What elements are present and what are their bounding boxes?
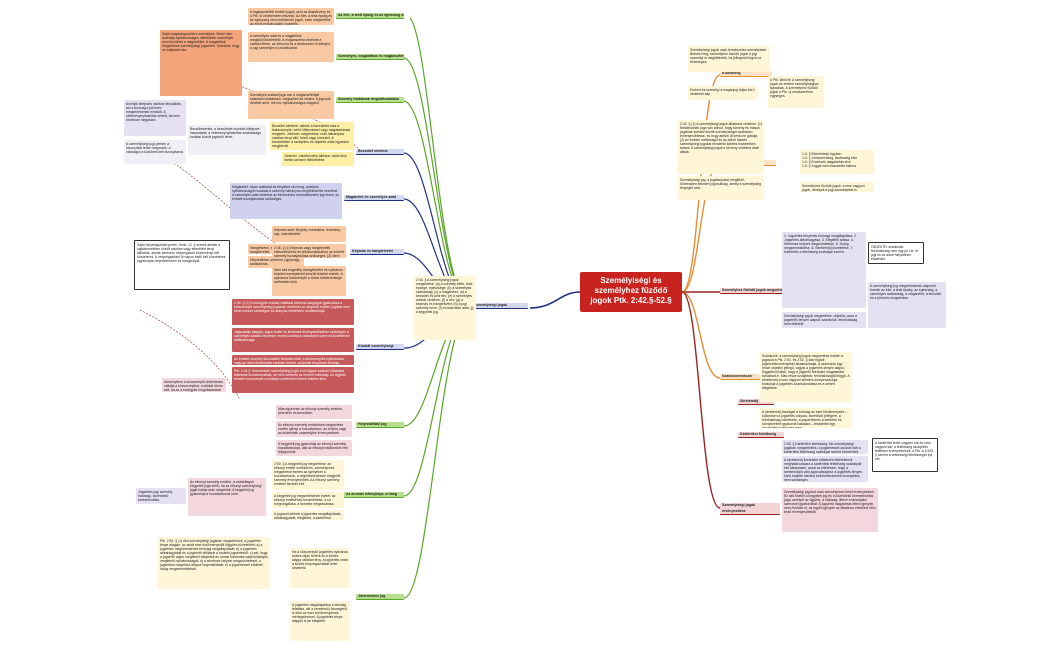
note-elet: A legalapvetőbb emberi jogok, amit az Al… bbox=[248, 8, 334, 25]
central-topic[interactable]: Személyiségi és személyhez fűződő jogok … bbox=[580, 272, 682, 312]
note-ervenyesites-left: Az elhunyt személy emléke, a családtagok… bbox=[188, 478, 266, 516]
connector bbox=[681, 291, 721, 379]
note-becsulet-main: Becsület sérelme: akinek a becsületét má… bbox=[270, 122, 354, 150]
note-szemelyisegi-jog: Személyiségi jog: a jogalanyokat megille… bbox=[678, 176, 764, 200]
tag-szanc[interactable]: Szankciórendszer bbox=[720, 374, 776, 380]
note-alapelvek: 1:3. § Ellenérdekű ügyben 1:3. § Jóhisze… bbox=[800, 150, 874, 174]
note-megsertes-lista: 1. Jogsértés tényének bírósági megállapí… bbox=[782, 232, 866, 308]
note-2-43: 2:43. § A személyiségi jogok megsértése:… bbox=[414, 276, 476, 340]
tag-arc[interactable]: Az arcmás lefényképe, a hang bbox=[344, 492, 404, 498]
tag-szemelyes[interactable]: Személyes, magántitok és magánszféra bbox=[336, 54, 404, 60]
note-helyreallitas: Helyreállítás: sérelem, ugyanúgy, kártal… bbox=[248, 256, 304, 268]
tag-karterites[interactable]: Kártérítési felelősség bbox=[738, 432, 784, 438]
note-engedely: 2:48. § (1) Képmás vagy hangfelvétel elk… bbox=[272, 244, 346, 258]
note-maganelet: Magánélet: olyan adatokat és tényeket vé… bbox=[230, 183, 342, 219]
note-magantitok: Saját maganjogosultá a személyes. Senki … bbox=[160, 30, 242, 96]
note-szemelyhez-fuzodo: Személyhez fűződő jogok: a nem vagyoni j… bbox=[800, 182, 874, 192]
note-becsulet-def: Becsületsértés: a becsületet csorbító ki… bbox=[188, 125, 266, 155]
note-kulonbseg-2: A Ptk. kibővíti: A személyiségi jogok az… bbox=[768, 76, 824, 108]
note-altalanos: 2:42. § (1) A személyiségi jogok általán… bbox=[678, 120, 764, 174]
note-valotlan: A személyiségi jogi perben a bizonyítási… bbox=[124, 140, 186, 164]
tag-jogi[interactable]: Személyiségi jogok bbox=[472, 303, 528, 309]
note-kegyelet-hozza: Az elhunyt személy emlékének megsértése … bbox=[276, 421, 352, 437]
tag-szemelyhez[interactable]: Személyhez fűződő jogok megsértése bbox=[720, 288, 786, 294]
note-karterites-1: 2:53. § Kártérítési felelősség: Aki szem… bbox=[782, 440, 868, 454]
note-jogszabaly: Jogszabály alapján, jogos érdek és közér… bbox=[232, 328, 354, 352]
note-jogosult: A jogosult kérheti a jogsértés megállapí… bbox=[272, 510, 344, 520]
connector bbox=[403, 307, 473, 599]
note-kritika: Amennyiben a közszereplő önkéntesen váll… bbox=[162, 378, 226, 392]
note-2-51: Ptk. 2:51. § (1) Akit személyiségi jogáb… bbox=[158, 537, 270, 589]
tag-magan[interactable]: Magánélet és személyes adat bbox=[344, 195, 404, 201]
note-sajto: Sajtó helyreigazítási perek: Smtv. 12. §… bbox=[134, 240, 230, 290]
dashed-connector bbox=[139, 309, 241, 401]
note-kepmas: Képmás alatt: fénykép, karikatúra, festm… bbox=[272, 226, 346, 242]
note-johirnev: Jóhírnév: valótlan tény állítása, valós … bbox=[282, 152, 354, 166]
note-birosag: A jogsértés megállapítása a bíróság fela… bbox=[290, 601, 350, 641]
note-ervenyesites: Személyiségi jogokat csak személyesen le… bbox=[782, 488, 878, 532]
note-objektiv: OBJEKTÍV szankciók: felróhatóság nem egy… bbox=[868, 242, 924, 264]
note-szankcio-felsorolas: A személyiségi jog megsértésének alapvet… bbox=[868, 282, 946, 328]
note-halal: Személyes szabad joga van a magánszféráj… bbox=[248, 91, 334, 119]
tag-elet[interactable]: Az élet, a testi épség és az egészség me… bbox=[336, 13, 404, 19]
tag-serelem[interactable]: Sérelemdíj bbox=[738, 399, 774, 405]
note-objektiv-szankcio: Személyiségi jogok megsértése: objektív,… bbox=[782, 312, 866, 328]
connector bbox=[409, 17, 473, 309]
note-helyreigazitas: Ha a közszereplő jogsértés nyilvános köz… bbox=[290, 548, 350, 588]
note-kegyelet-esetek: A kegyeleti jog megsértésének esetei: az… bbox=[272, 492, 344, 508]
tag-ervenyesites[interactable]: Személyiségi jogok érvényesítése bbox=[720, 503, 780, 515]
tag-kepmas[interactable]: Képmás és hangfelvétel bbox=[350, 249, 404, 255]
note-serelemdij-osszeg: A sérelemdíj összegét a bíróság az eset … bbox=[760, 408, 852, 428]
note-emlek: Más egyénnek az elhunyt személy emléke, … bbox=[276, 405, 352, 419]
note-kulonbseg-1: Személyiségi jogok csak termé­szetes sze… bbox=[688, 46, 770, 72]
tag-kisebb[interactable]: Helyreállítási jog bbox=[356, 422, 404, 428]
note-tomegfelvetel: Nem kell engedély tömegfelvétel és nyilv… bbox=[272, 266, 346, 296]
note-karterites-3: A kártérítés lehet vagyoni kár és nem va… bbox=[872, 438, 938, 472]
note-kozszereplo: 2:44. § (2) A közügyek szabad vitatását … bbox=[232, 299, 354, 325]
connector bbox=[529, 291, 581, 309]
note-karterites-2: A sérelemdíj fizetésére kötelezés feltét… bbox=[782, 456, 868, 482]
note-maganszfera: A személyes adat és a magántitok megkülö… bbox=[248, 32, 334, 62]
note-szankciok: Szankciók: a személyiségi jogok megsérté… bbox=[760, 352, 852, 402]
tag-halal[interactable]: Személy halálának megváltoztatása bbox=[336, 97, 404, 103]
note-korlatozas: Ptk. 2:44.§: közszereplő személyiségi jo… bbox=[232, 367, 354, 393]
note-elhunyt: Amelyik kifejezés valótlan tényállítás, … bbox=[124, 100, 186, 136]
note-kozhatalmi: Az érintett személy közhatalmi feladatot… bbox=[232, 355, 354, 365]
note-jogi-szemely: Jogsértés jogi személy hatósági, közérde… bbox=[136, 488, 186, 504]
tag-kulonbseg[interactable]: Különbség bbox=[720, 71, 772, 77]
tag-kiadott[interactable]: Kiadott személyiségi bbox=[356, 344, 404, 350]
note-2-50: 2:50. § A kegyeleti jog megsértése: az e… bbox=[272, 460, 344, 490]
connector bbox=[681, 291, 721, 509]
tag-tobb[interactable]: Jóhírnévhez jog bbox=[356, 594, 404, 600]
tag-becsulet[interactable]: Becsület sérelme bbox=[356, 149, 404, 155]
note-kulonbseg-3: Emberi és személyi a magánjog teljes kör… bbox=[688, 86, 758, 100]
note-kegyeleti-jog: A kegyeleti jog gyakorlója az elhunyt sz… bbox=[276, 440, 352, 456]
